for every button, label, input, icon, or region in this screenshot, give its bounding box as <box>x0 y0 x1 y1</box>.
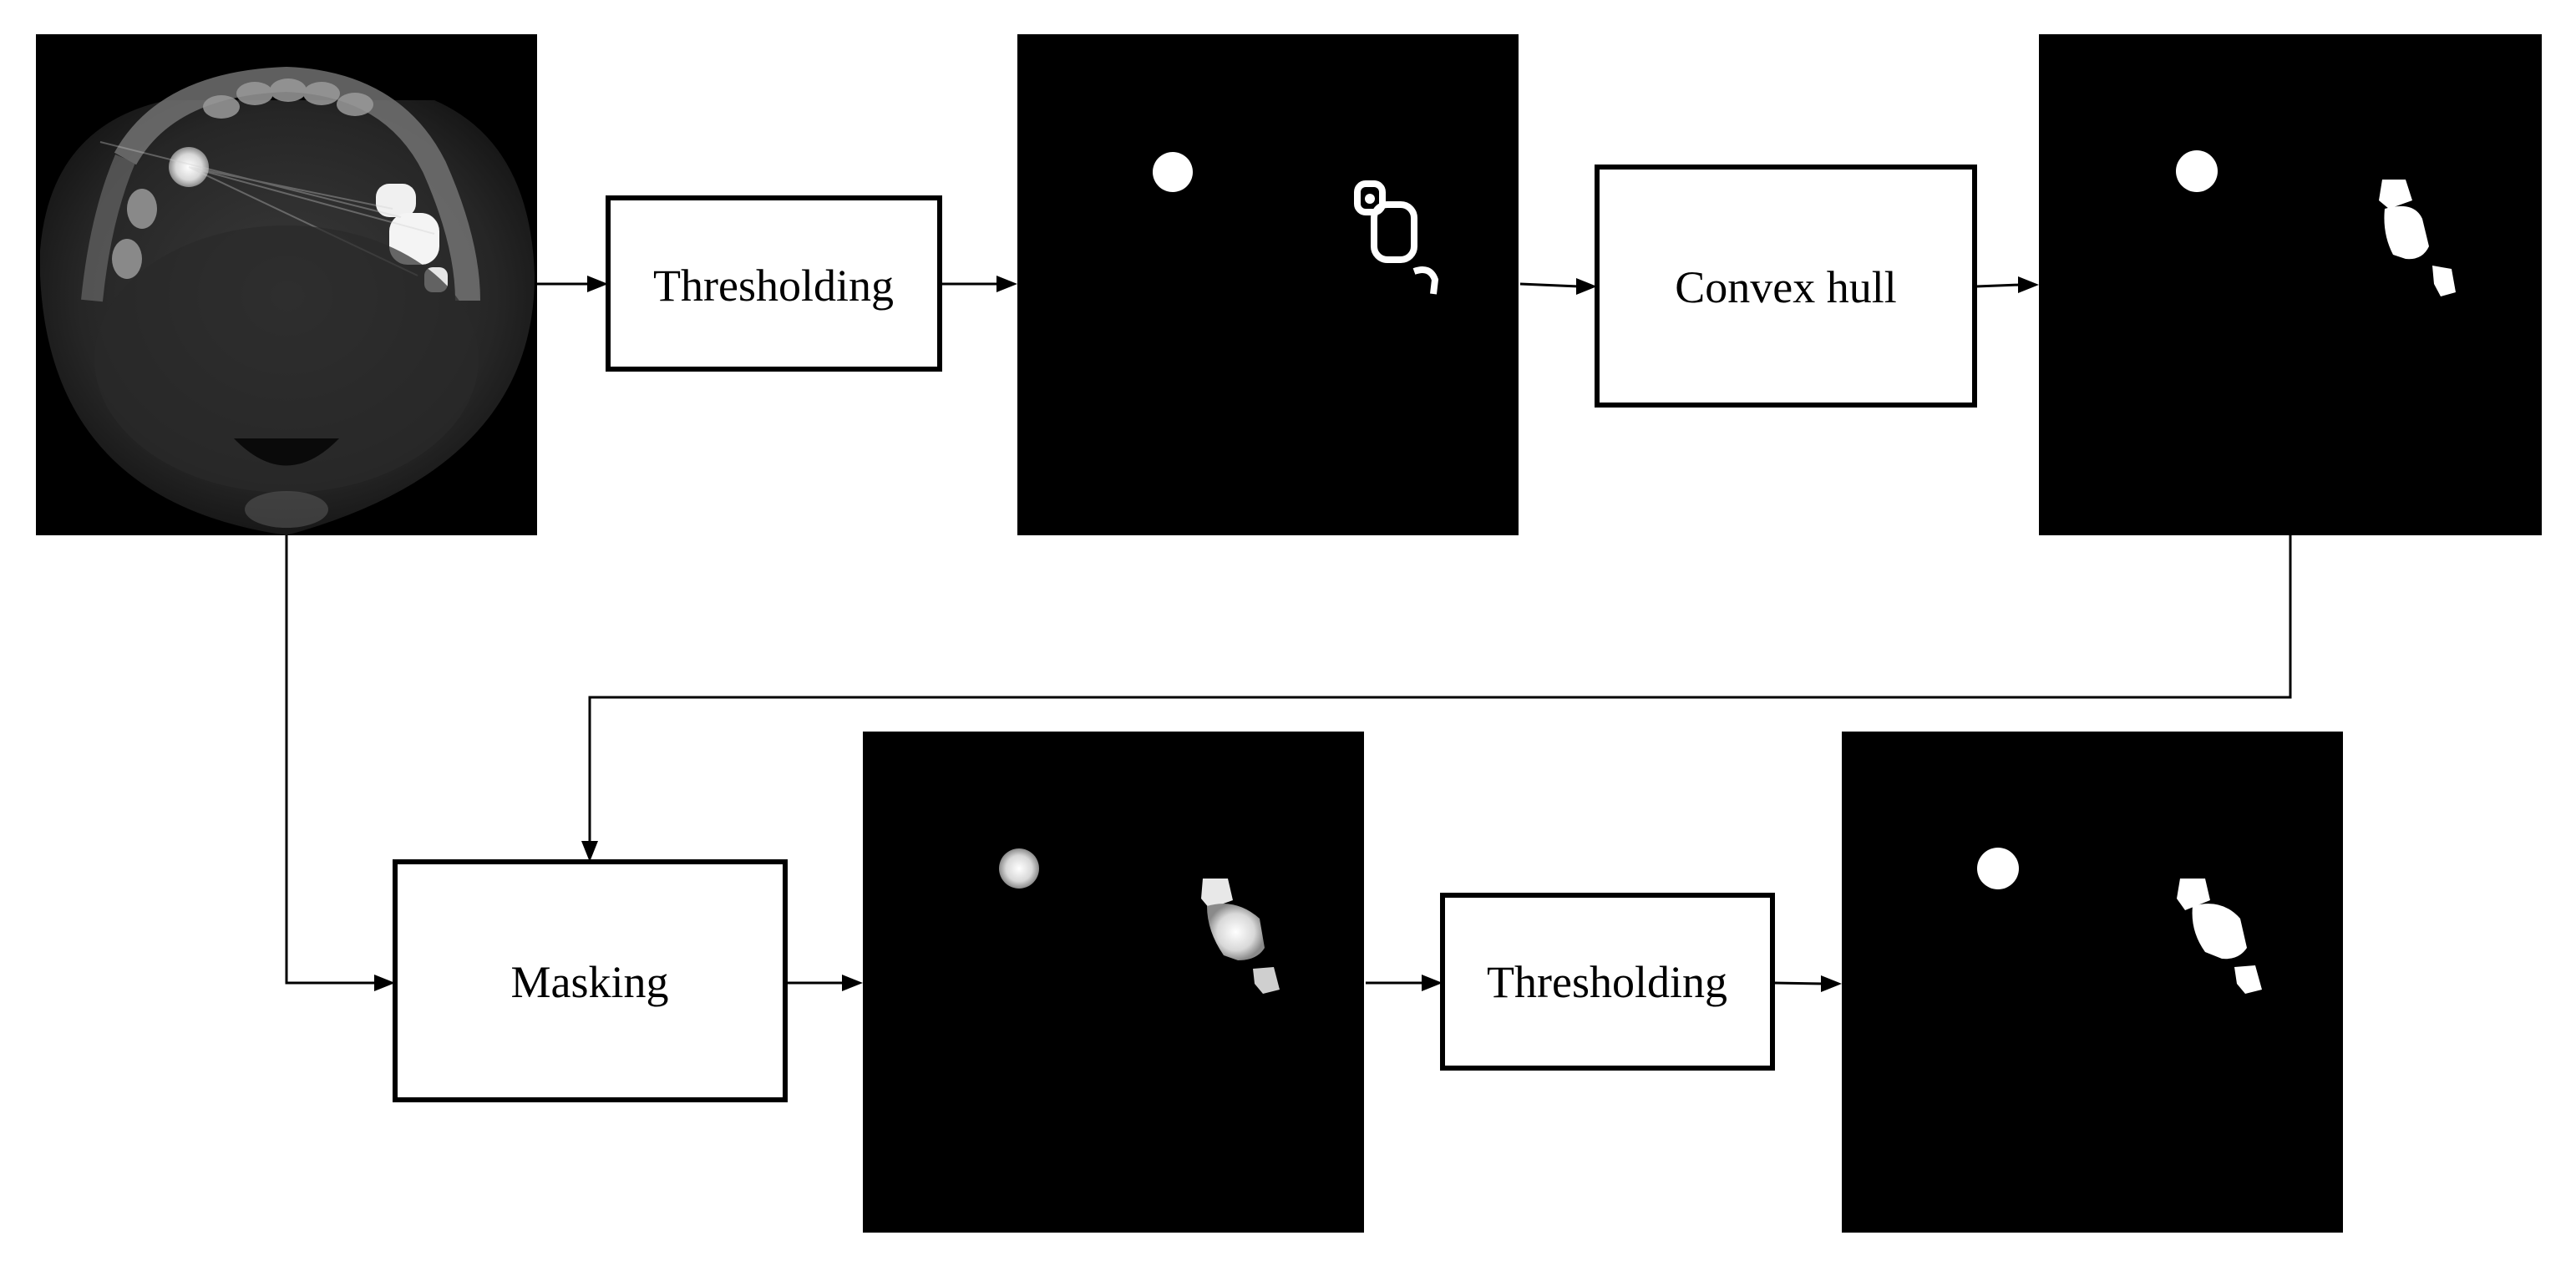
arrow-convex-hull-to-panel <box>1975 276 2039 293</box>
thresholding-box-1: Thresholding <box>606 195 942 372</box>
thresholding-label-1: Thresholding <box>653 261 894 311</box>
arrow-hull-panel-to-masking <box>581 535 2292 862</box>
arrow-thresholding-to-final <box>1773 975 1842 992</box>
arrow-ct-to-thresholding <box>537 276 608 292</box>
threshold-result-image <box>1017 34 1519 535</box>
masking-label: Masking <box>511 957 669 1007</box>
ct-scan-image <box>36 34 537 535</box>
arrow-panel-to-thresholding <box>1366 975 1443 991</box>
convex-hull-result-image <box>2039 34 2542 535</box>
arrow-panel-to-convex-hull <box>1519 278 1597 295</box>
final-threshold-result-image <box>1842 732 2343 1233</box>
thresholding-label-2: Thresholding <box>1487 957 1727 1007</box>
arrow-masking-to-panel <box>787 975 863 991</box>
masked-result-image <box>863 732 1364 1233</box>
thresholding-box-2: Thresholding <box>1440 893 1775 1071</box>
convex-hull-box: Convex hull <box>1595 165 1977 408</box>
arrow-thresholding-to-panel <box>942 276 1017 292</box>
arrow-ct-to-masking <box>285 535 395 991</box>
masking-box: Masking <box>393 859 788 1102</box>
convex-hull-label: Convex hull <box>1675 262 1897 312</box>
